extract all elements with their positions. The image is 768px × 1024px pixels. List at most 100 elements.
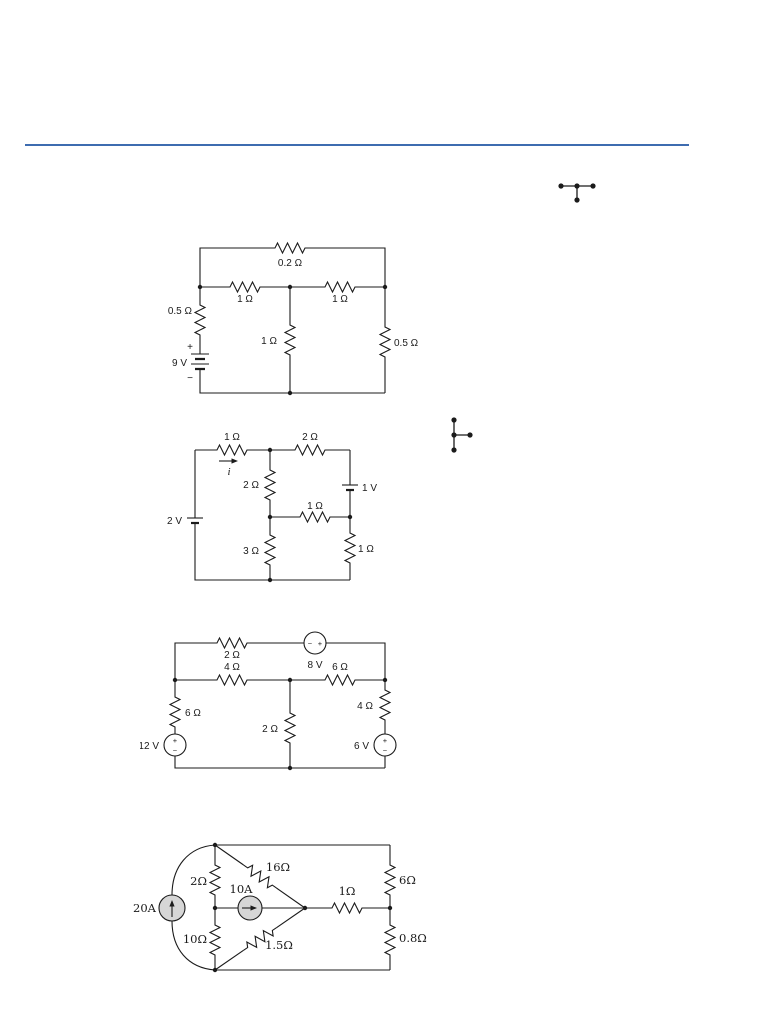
resistor-label: 2 Ω bbox=[224, 650, 240, 661]
resistor bbox=[194, 299, 206, 341]
source-label: 8 V bbox=[307, 660, 322, 671]
resistor-label: 1 Ω bbox=[224, 432, 240, 443]
resistor-label: 0.5 Ω bbox=[394, 338, 419, 349]
resistor-label: 0.8Ω bbox=[399, 931, 427, 945]
header-rule bbox=[25, 144, 689, 146]
source-label: 1 V bbox=[362, 483, 377, 494]
polarity-minus: − bbox=[383, 746, 388, 755]
resistor-label: 4 Ω bbox=[224, 662, 240, 673]
wire bbox=[199, 247, 386, 287]
circuit-3-nodes bbox=[172, 677, 388, 771]
resistor bbox=[384, 919, 396, 961]
polarity-minus: − bbox=[308, 639, 313, 648]
source-label: 2 V bbox=[167, 516, 182, 527]
circuit-2-wires bbox=[187, 444, 358, 581]
resistor bbox=[344, 527, 356, 569]
node-graph-icon-1 bbox=[558, 183, 596, 203]
wire bbox=[270, 516, 351, 580]
circuit-1-nodes bbox=[197, 284, 388, 396]
circuit-1: 0.2 Ω 1 Ω 1 Ω 0.5 Ω 1 Ω 0.5 Ω + 9 V − bbox=[168, 242, 419, 396]
resistor-label: 3 Ω bbox=[243, 546, 259, 557]
resistor-label: 6Ω bbox=[399, 873, 416, 887]
resistor bbox=[264, 529, 276, 571]
resistor-label: 1 Ω bbox=[332, 294, 348, 305]
battery-short-plates bbox=[195, 357, 205, 371]
node-graph-icon-2 bbox=[451, 417, 473, 453]
resistor-label: 2 Ω bbox=[262, 724, 278, 735]
resistor bbox=[294, 511, 336, 523]
resistor-label: 0.5 Ω bbox=[168, 306, 193, 317]
source-label: 20A bbox=[133, 901, 157, 915]
resistor bbox=[379, 321, 391, 363]
wire bbox=[174, 642, 386, 680]
current-label: i bbox=[227, 466, 230, 478]
resistor-label: 2Ω bbox=[190, 874, 207, 888]
wire bbox=[194, 450, 350, 581]
source-label: 6 V bbox=[354, 741, 369, 752]
voltage-source-6v bbox=[373, 733, 397, 757]
resistor bbox=[379, 684, 391, 726]
circuit-1-wires bbox=[191, 242, 391, 394]
resistor-label: 1 Ω bbox=[237, 294, 253, 305]
resistor bbox=[224, 281, 266, 293]
wire bbox=[174, 680, 385, 769]
resistor bbox=[384, 859, 396, 901]
polarity-plus: + bbox=[187, 342, 193, 353]
polarity-plus: + bbox=[383, 736, 388, 745]
resistor bbox=[326, 902, 368, 914]
resistor-label: 4 Ω bbox=[357, 701, 373, 712]
resistor bbox=[211, 444, 253, 456]
resistor-label: 6 Ω bbox=[185, 708, 201, 719]
resistor-label: 1Ω bbox=[339, 884, 356, 898]
resistor-label: 16Ω bbox=[266, 860, 290, 874]
polarity-minus: − bbox=[173, 746, 178, 755]
wire-arc bbox=[171, 844, 216, 971]
circuit-3-wires bbox=[163, 631, 397, 769]
circuit-1-labels: 0.2 Ω 1 Ω 1 Ω 0.5 Ω 1 Ω 0.5 Ω + 9 V − bbox=[168, 258, 419, 384]
resistor bbox=[264, 464, 276, 506]
source-label: 12 V bbox=[140, 741, 159, 752]
resistor-label: 1 Ω bbox=[307, 501, 323, 512]
source-label: 9 V bbox=[172, 358, 187, 369]
polarity-minus: − bbox=[187, 373, 193, 384]
wire bbox=[215, 844, 390, 971]
resistor-label: 1 Ω bbox=[261, 336, 277, 347]
resistor-label: 10Ω bbox=[183, 932, 207, 946]
resistor bbox=[284, 707, 296, 749]
resistor bbox=[169, 691, 181, 733]
polarity-plus: + bbox=[173, 736, 178, 745]
circuit-2-labels: 1 Ω 2 Ω i 2 Ω 1 V 1 Ω 2 V 3 Ω 1 Ω bbox=[167, 432, 377, 557]
resistor-label: 2 Ω bbox=[302, 432, 318, 443]
resistor bbox=[209, 919, 221, 961]
voltage-source-8v bbox=[303, 631, 327, 655]
graph-nodes bbox=[558, 183, 596, 203]
graph-nodes bbox=[451, 417, 473, 453]
resistor-label: 2 Ω bbox=[243, 480, 259, 491]
resistor bbox=[211, 637, 253, 649]
circuit-4: 20A 2Ω 10A 16Ω 10Ω 1.5Ω 1Ω 6Ω 0.8Ω bbox=[133, 842, 427, 973]
wire bbox=[199, 287, 386, 394]
wire bbox=[214, 844, 306, 909]
resistor bbox=[319, 281, 361, 293]
circuit-3-labels: 2 Ω 8 V 4 Ω 6 Ω 6 Ω 12 V 2 Ω 4 Ω 6 V − +… bbox=[140, 639, 388, 755]
resistor-label: 0.2 Ω bbox=[278, 258, 303, 269]
circuit-4-labels: 20A 2Ω 10A 16Ω 10Ω 1.5Ω 1Ω 6Ω 0.8Ω bbox=[133, 860, 427, 952]
voltage-source-12v bbox=[163, 733, 187, 757]
circuit-2: 1 Ω 2 Ω i 2 Ω 1 V 1 Ω 2 V 3 Ω 1 Ω bbox=[167, 432, 377, 583]
resistor bbox=[209, 859, 221, 901]
circuit-3: 2 Ω 8 V 4 Ω 6 Ω 6 Ω 12 V 2 Ω 4 Ω 6 V − +… bbox=[140, 631, 397, 771]
source-label: 10A bbox=[230, 882, 254, 896]
polarity-plus: + bbox=[318, 639, 323, 648]
wire bbox=[214, 907, 306, 971]
resistor-label: 6 Ω bbox=[332, 662, 348, 673]
resistor-label: 1.5Ω bbox=[265, 938, 293, 952]
resistor-label: 1 Ω bbox=[358, 544, 374, 555]
resistor bbox=[284, 319, 296, 361]
circuit-2-nodes bbox=[267, 447, 353, 583]
current-arrowhead bbox=[231, 458, 238, 464]
resistor bbox=[289, 444, 331, 456]
battery-long-plates bbox=[191, 353, 209, 365]
circuit-4-wires bbox=[158, 844, 396, 971]
resistor bbox=[269, 242, 311, 254]
